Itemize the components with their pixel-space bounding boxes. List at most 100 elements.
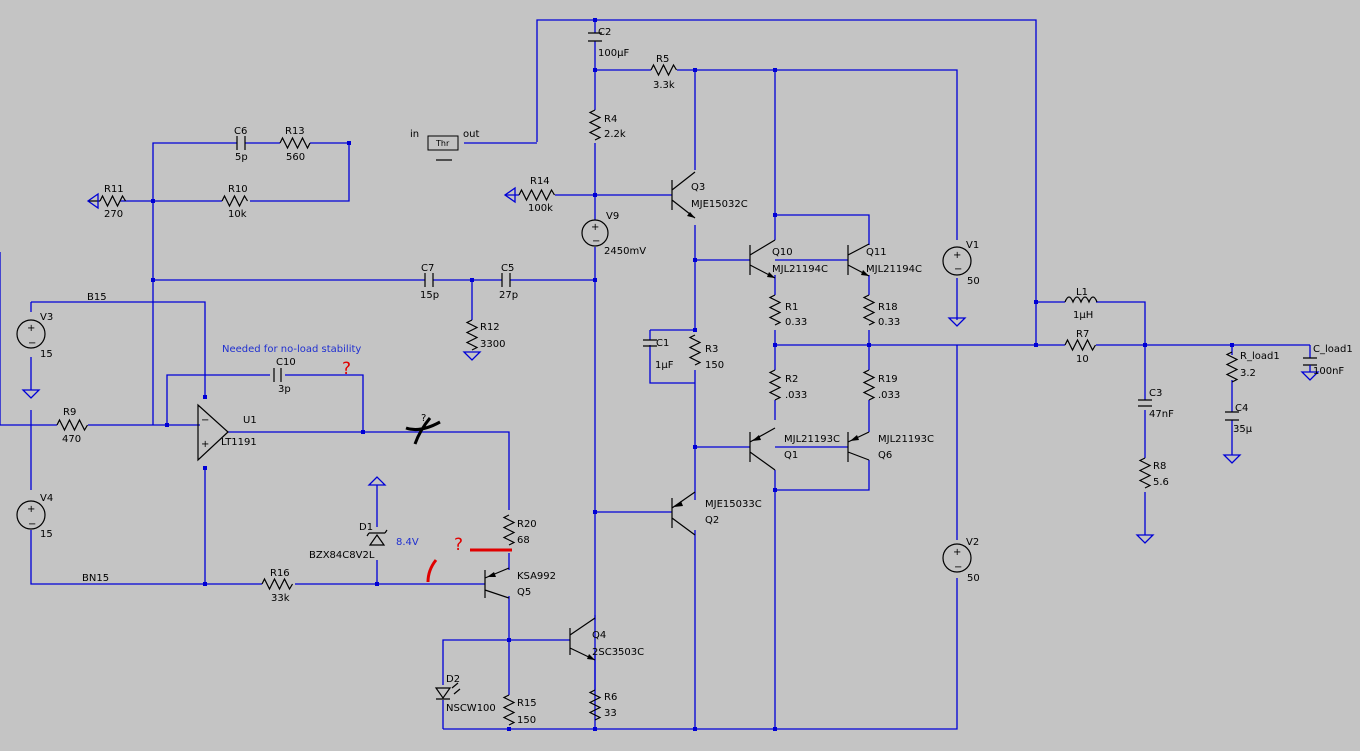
value-d2: NSCW100 xyxy=(446,703,496,714)
svg-text:−: − xyxy=(592,236,600,247)
resistor-r-load1[interactable] xyxy=(1226,351,1238,383)
resistor-r18[interactable] xyxy=(863,294,875,326)
value-r7: 10 xyxy=(1076,354,1089,365)
label-r15: R15 xyxy=(517,698,537,709)
resistor-r19[interactable] xyxy=(863,369,875,401)
ground-r12-icon xyxy=(462,351,482,361)
voltage-source-v1[interactable]: + − xyxy=(942,246,972,276)
resistor-r16[interactable] xyxy=(261,577,294,591)
label-v1: V1 xyxy=(966,240,979,251)
label-q1: Q1 xyxy=(784,450,798,461)
resistor-r7[interactable] xyxy=(1064,338,1097,352)
zener-diode-d1[interactable] xyxy=(366,529,388,546)
ground-left-r11-icon xyxy=(86,192,99,210)
resistor-r14[interactable] xyxy=(518,188,556,202)
value-r15: 150 xyxy=(517,715,536,726)
components: Thr + − xyxy=(16,32,1320,726)
value-v2: 50 xyxy=(967,573,980,584)
label-d2: D2 xyxy=(446,674,460,685)
transistor-q10[interactable] xyxy=(749,239,776,279)
value-r4: 2.2k xyxy=(604,129,626,140)
capacitor-c3[interactable] xyxy=(1138,399,1152,407)
ground-left-r14-icon xyxy=(503,186,516,204)
value-r16: 33k xyxy=(271,593,290,604)
label-q3: Q3 xyxy=(691,182,705,193)
label-q6: Q6 xyxy=(878,450,892,461)
label-c5: C5 xyxy=(501,263,514,274)
transistor-q5[interactable] xyxy=(484,567,510,599)
svg-text:+: + xyxy=(953,250,961,261)
label-c1: C1 xyxy=(656,338,669,349)
capacitor-c10[interactable] xyxy=(273,368,282,382)
value-c5: 27p xyxy=(499,290,518,301)
resistor-r6[interactable] xyxy=(589,689,601,721)
resistor-r5[interactable] xyxy=(650,63,678,77)
transistor-q2[interactable] xyxy=(671,491,696,536)
value-c6: 5p xyxy=(235,152,248,163)
label-q4: Q4 xyxy=(592,630,606,641)
voltage-source-v3[interactable]: + − xyxy=(16,319,46,349)
label-in: in xyxy=(410,129,419,140)
value-r-load1: 3.2 xyxy=(1240,368,1256,379)
label-c6: C6 xyxy=(234,126,247,137)
resistor-r20[interactable] xyxy=(503,514,515,546)
svg-text:+: + xyxy=(591,222,599,233)
label-c4: C4 xyxy=(1235,403,1248,414)
markup xyxy=(405,417,512,583)
svg-text:Thr: Thr xyxy=(435,139,450,148)
resistor-r10[interactable] xyxy=(221,194,249,208)
voltage-source-v9[interactable]: + − xyxy=(581,219,609,247)
voltage-source-v2[interactable]: + − xyxy=(942,543,972,573)
value-v1: 50 xyxy=(967,276,980,287)
svg-text:−: − xyxy=(201,415,209,426)
label-r4: R4 xyxy=(604,114,617,125)
value-r8: 5.6 xyxy=(1153,477,1169,488)
voltage-source-v4[interactable]: + − xyxy=(16,500,46,530)
value-c2: 100µF xyxy=(598,48,629,59)
led-d2[interactable] xyxy=(434,682,461,700)
resistor-r15[interactable] xyxy=(503,694,515,726)
value-r3: 150 xyxy=(705,360,724,371)
label-r11: R11 xyxy=(104,184,124,195)
capacitor-c7[interactable] xyxy=(424,273,434,287)
thru-block[interactable]: Thr xyxy=(427,135,459,161)
capacitor-c5[interactable] xyxy=(501,273,511,287)
inductor-l1[interactable] xyxy=(1064,296,1098,304)
label-r5: R5 xyxy=(656,54,669,65)
resistor-r8[interactable] xyxy=(1139,457,1151,489)
transistor-q3[interactable] xyxy=(671,171,696,219)
label-v2: V2 xyxy=(966,537,979,548)
label-r19: R19 xyxy=(878,374,898,385)
capacitor-c6[interactable] xyxy=(236,136,246,150)
capacitor-c4[interactable] xyxy=(1225,411,1239,421)
label-q5: Q5 xyxy=(517,587,531,598)
resistor-r12[interactable] xyxy=(466,319,478,351)
resistor-r13[interactable] xyxy=(279,136,311,150)
resistor-r1[interactable] xyxy=(769,294,781,326)
value-q1: MJL21193C xyxy=(784,434,840,445)
transistor-q1[interactable] xyxy=(749,427,776,471)
resistor-r2[interactable] xyxy=(769,369,781,401)
resistor-r9[interactable] xyxy=(56,418,89,432)
resistor-r4[interactable] xyxy=(589,109,601,141)
labels: C2 100µF R5 3.3k R4 2.2k C6 5p R13 560 i… xyxy=(40,27,1353,726)
label-bn15: BN15 xyxy=(82,573,109,584)
transistor-q4[interactable] xyxy=(569,617,596,661)
label-q10: Q10 xyxy=(772,247,793,258)
label-c3: C3 xyxy=(1149,388,1162,399)
capacitor-c1[interactable] xyxy=(643,339,657,347)
value-q4: 2SC3503C xyxy=(592,647,644,658)
transistor-q11[interactable] xyxy=(847,243,870,277)
label-b15: B15 xyxy=(87,292,107,303)
capacitor-c2[interactable] xyxy=(588,32,602,42)
label-r2: R2 xyxy=(785,374,798,385)
resistor-r3[interactable] xyxy=(689,334,701,366)
transistor-q6[interactable] xyxy=(847,431,870,462)
opamp-u1[interactable]: − + xyxy=(197,403,229,462)
value-q10: MJL21194C xyxy=(772,264,828,275)
value-v9: 2450mV xyxy=(604,246,646,257)
value-r2: .033 xyxy=(785,390,807,401)
label-r12: R12 xyxy=(480,322,500,333)
capacitor-c-load1[interactable] xyxy=(1303,357,1317,366)
value-r18: 0.33 xyxy=(878,317,900,328)
